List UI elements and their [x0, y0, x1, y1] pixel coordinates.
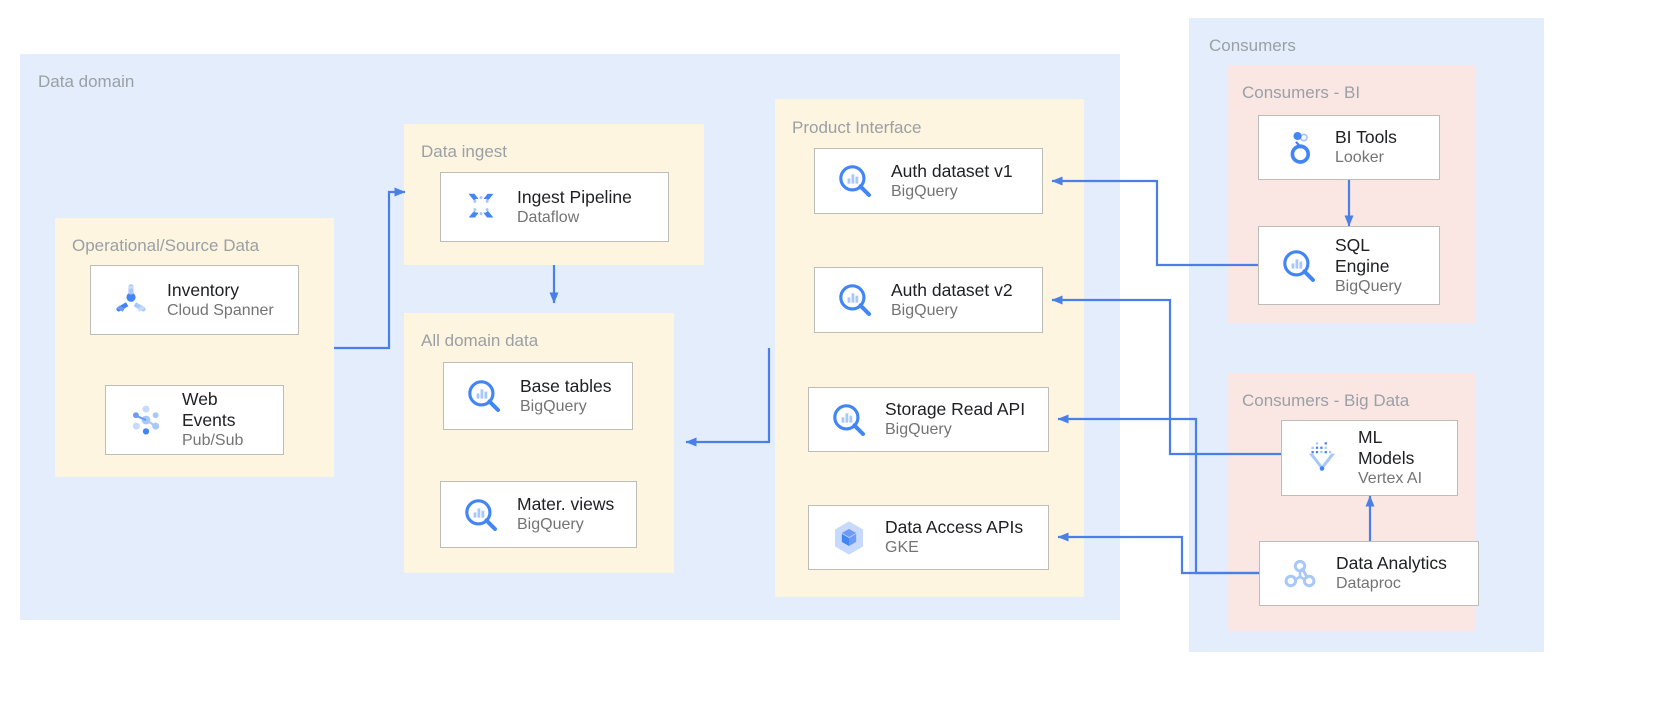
node-ml-models-service: Vertex AI	[1358, 470, 1423, 487]
node-sql-engine-service: BigQuery	[1335, 277, 1402, 295]
group-title-data-domain: Data domain	[38, 72, 135, 91]
gke-icon	[823, 512, 875, 564]
node-data-access-apis-service: GKE	[885, 539, 919, 556]
node-auth-dataset-v2[interactable]: Auth dataset v2 BigQuery	[814, 267, 1043, 333]
node-base-tables-title: Base tables	[520, 375, 612, 396]
node-ml-models-title: ML Models	[1358, 427, 1415, 468]
node-sql-engine-title: SQL Engine	[1335, 234, 1390, 276]
node-data-analytics[interactable]: Data Analytics Dataproc	[1259, 541, 1479, 606]
looker-icon	[1273, 122, 1325, 174]
node-data-analytics-service: Dataproc	[1336, 575, 1401, 592]
group-title-consumers-big-data: Consumers - Big Data	[1242, 391, 1410, 410]
node-web-events[interactable]: Web Events Pub/Sub	[105, 385, 284, 455]
node-auth-dataset-v1-title: Auth dataset v1	[891, 160, 1013, 181]
group-title-data-ingest: Data ingest	[421, 142, 507, 161]
node-auth-dataset-v2-title: Auth dataset v2	[891, 279, 1013, 300]
node-data-access-apis[interactable]: Data Access APIs GKE	[808, 505, 1049, 570]
pubsub-icon	[120, 394, 172, 446]
node-ingest-pipeline[interactable]: Ingest Pipeline Dataflow	[440, 172, 669, 242]
node-web-events-service: Pub/Sub	[182, 432, 244, 449]
group-title-all-domain-data: All domain data	[421, 331, 539, 350]
node-web-events-title: Web Events	[182, 389, 236, 430]
node-ingest-pipeline-title: Ingest Pipeline	[517, 186, 632, 207]
group-title-product-interface: Product Interface	[792, 118, 922, 137]
node-mater-views-service: BigQuery	[517, 516, 584, 533]
bigquery-icon	[458, 370, 510, 422]
node-bi-tools[interactable]: BI Tools Looker	[1258, 115, 1440, 180]
dataflow-icon	[455, 181, 507, 233]
bigquery-icon	[823, 394, 875, 446]
node-base-tables[interactable]: Base tables BigQuery	[443, 362, 633, 430]
group-title-consumers-bi: Consumers - BI	[1242, 83, 1361, 102]
node-mater-views-title: Mater. views	[517, 494, 615, 514]
group-title-operational-source: Operational/Source Data	[72, 236, 260, 255]
bigquery-icon	[1273, 240, 1325, 292]
dataproc-icon	[1274, 548, 1326, 600]
bigquery-icon	[829, 274, 881, 326]
node-sql-engine[interactable]: SQL Engine BigQuery	[1258, 226, 1440, 305]
node-auth-dataset-v2-service: BigQuery	[891, 301, 958, 319]
group-title-consumers: Consumers	[1209, 36, 1296, 55]
node-inventory-title: Inventory	[167, 279, 239, 300]
node-inventory[interactable]: Inventory Cloud Spanner	[90, 265, 299, 335]
node-storage-read-api[interactable]: Storage Read API BigQuery	[808, 387, 1049, 452]
node-storage-read-api-service: BigQuery	[885, 421, 952, 438]
node-ingest-pipeline-service: Dataflow	[517, 208, 580, 226]
node-data-analytics-title: Data Analytics	[1336, 553, 1447, 573]
node-ml-models[interactable]: ML Models Vertex AI	[1281, 420, 1458, 496]
node-data-access-apis-title: Data Access APIs	[885, 517, 1024, 537]
node-auth-dataset-v1-service: BigQuery	[891, 182, 958, 200]
node-mater-views[interactable]: Mater. views BigQuery	[440, 481, 637, 548]
node-bi-tools-service: Looker	[1335, 149, 1384, 166]
node-base-tables-service: BigQuery	[520, 397, 587, 415]
node-storage-read-api-title: Storage Read API	[885, 399, 1026, 419]
node-inventory-service: Cloud Spanner	[167, 301, 274, 319]
bigquery-icon	[829, 155, 881, 207]
vertex-ai-icon	[1296, 432, 1348, 484]
node-bi-tools-title: BI Tools	[1335, 127, 1397, 147]
bigquery-icon	[455, 489, 507, 541]
cloud-spanner-icon	[105, 274, 157, 326]
node-auth-dataset-v1[interactable]: Auth dataset v1 BigQuery	[814, 148, 1043, 214]
